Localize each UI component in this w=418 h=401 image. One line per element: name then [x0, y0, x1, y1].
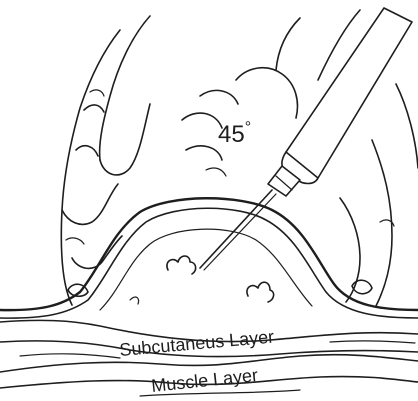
syringe	[268, 8, 412, 196]
degree-symbol: °	[245, 119, 251, 136]
angle-label: 45°	[218, 119, 251, 148]
needle	[200, 190, 276, 270]
muscle-layer-label: Muscle Layer	[150, 365, 259, 396]
angle-value: 45	[218, 121, 245, 148]
fat-tissue	[100, 229, 312, 310]
left-hand	[61, 16, 150, 305]
subcutaneous-layer-label: Subcutaneus Layer	[119, 327, 275, 360]
